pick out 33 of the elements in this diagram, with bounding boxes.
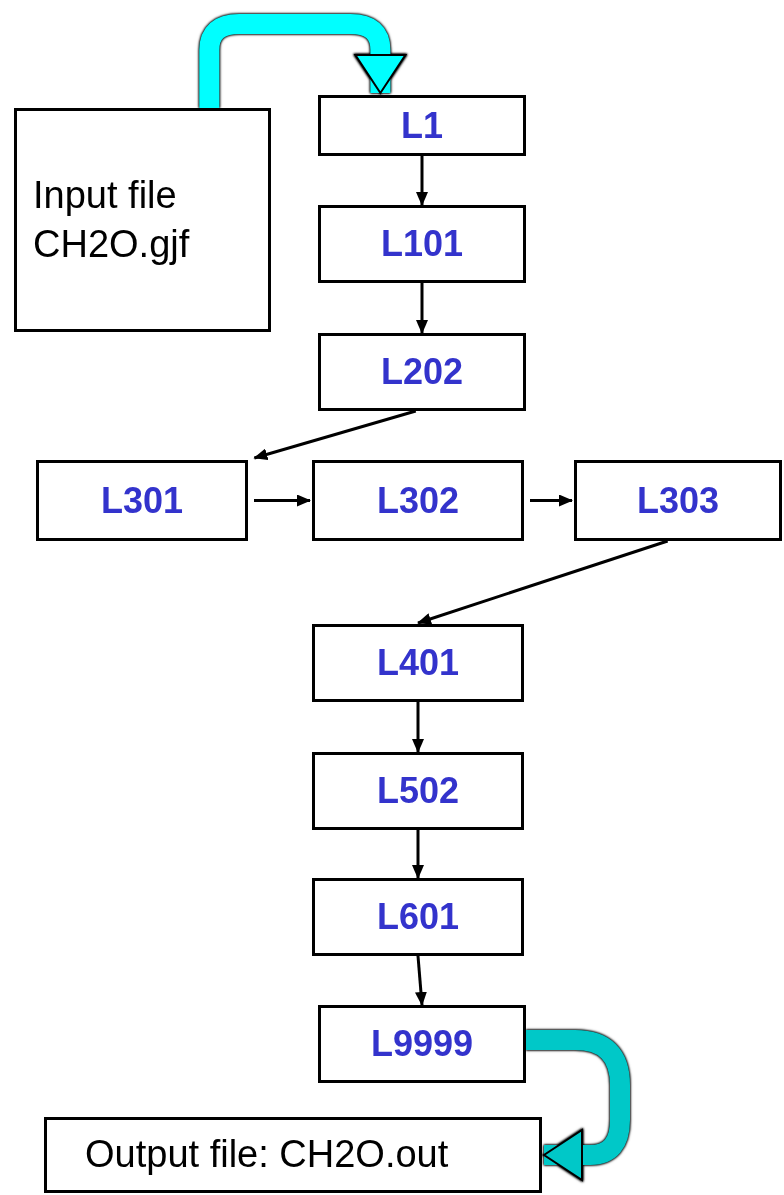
- process-box: [312, 460, 524, 541]
- link-label: L303: [636, 479, 720, 522]
- link-label: L502: [376, 770, 460, 812]
- arrow: [417, 539, 669, 625]
- process-box: [318, 95, 526, 156]
- process-box: [318, 205, 526, 283]
- arrow: [412, 702, 424, 753]
- arrow: [416, 156, 428, 206]
- arrow: [253, 409, 417, 461]
- process-box: [36, 460, 248, 541]
- arrow: [414, 955, 427, 1006]
- file-label: Output file: CH2O.out: [85, 1132, 449, 1178]
- process-box: [312, 624, 524, 702]
- arrow: [530, 494, 573, 507]
- arrow: [254, 494, 311, 507]
- link-label: L301: [100, 479, 184, 522]
- process-box: [318, 333, 526, 411]
- input-file-box: [14, 108, 271, 332]
- process-box: [312, 752, 524, 830]
- file-label: Input file CH2O.gjf: [33, 172, 191, 267]
- process-box: [312, 878, 524, 956]
- link-label: L1: [401, 104, 443, 147]
- link-label: L202: [380, 351, 464, 393]
- link-label: L401: [376, 642, 460, 684]
- link-label: L9999: [370, 1023, 474, 1065]
- arrow: [416, 283, 428, 334]
- link-label: L302: [376, 479, 460, 522]
- arrow: [412, 830, 424, 879]
- link-label: L101: [380, 223, 464, 265]
- link-label: L601: [376, 896, 460, 938]
- process-box: [574, 460, 782, 541]
- output-file-box: [44, 1117, 542, 1193]
- process-box: [318, 1005, 526, 1083]
